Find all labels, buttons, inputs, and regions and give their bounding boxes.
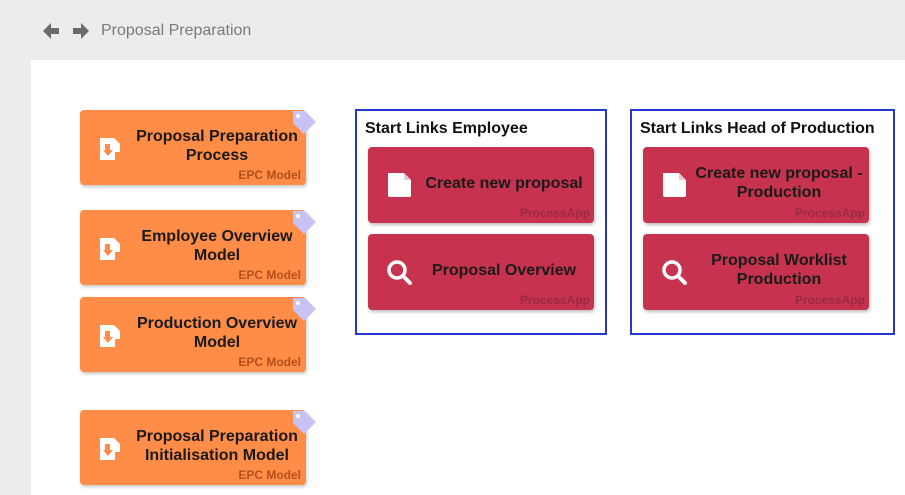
epc-model-icon [98, 323, 122, 349]
tag-icon [291, 209, 317, 235]
arrow-right-icon[interactable] [70, 20, 92, 42]
document-icon [385, 171, 413, 199]
epc-model-icon [98, 236, 122, 262]
epc-model-tile[interactable]: Employee Overview Model EPC Model [80, 210, 316, 285]
epc-model-tile[interactable]: Production Overview Model EPC Model [80, 297, 316, 372]
tag-icon [291, 296, 317, 322]
arrow-left-icon[interactable] [40, 20, 62, 42]
epc-model-icon [98, 436, 122, 462]
tag-icon [291, 109, 317, 135]
processapp-type: ProcessApp [794, 293, 865, 307]
epc-model-icon [98, 136, 122, 162]
processapp-tile[interactable]: Proposal Worklist Production ProcessApp [643, 234, 869, 310]
processapp-title: Create new proposal - Production [695, 165, 863, 201]
processapp-tile[interactable]: Proposal Overview ProcessApp [368, 234, 594, 310]
processapp-tile[interactable]: Create new proposal - Production Process… [643, 147, 869, 223]
processapp-title: Proposal Worklist Production [711, 252, 847, 288]
epc-model-title: Proposal Preparation Initialisation Mode… [136, 428, 298, 464]
processapp-tile[interactable]: Create new proposal ProcessApp [368, 147, 594, 223]
top-bar: Proposal Preparation [0, 0, 905, 60]
search-icon [385, 258, 413, 286]
processapp-title: Create new proposal [425, 174, 583, 192]
breadcrumb[interactable]: Proposal Preparation [101, 22, 252, 39]
search-icon [660, 258, 688, 286]
processapp-type: ProcessApp [519, 293, 590, 307]
epc-model-type: EPC Model [238, 268, 301, 282]
processapp-type: ProcessApp [519, 206, 590, 220]
epc-model-tile[interactable]: Proposal Preparation Process EPC Model [80, 110, 316, 185]
document-icon [660, 171, 688, 199]
tag-icon [291, 409, 317, 435]
processapp-title: Proposal Overview [431, 261, 577, 279]
processapp-type: ProcessApp [794, 206, 865, 220]
group-title: Start Links Employee [365, 120, 528, 137]
epc-model-type: EPC Model [238, 168, 301, 182]
epc-model-tile[interactable]: Proposal Preparation Initialisation Mode… [80, 410, 316, 485]
epc-model-title: Production Overview Model [136, 315, 298, 351]
epc-model-type: EPC Model [238, 468, 301, 482]
epc-model-type: EPC Model [238, 355, 301, 369]
epc-model-title: Proposal Preparation Process [136, 128, 298, 164]
group-title: Start Links Head of Production [640, 120, 875, 137]
epc-model-title: Employee Overview Model [141, 228, 293, 264]
